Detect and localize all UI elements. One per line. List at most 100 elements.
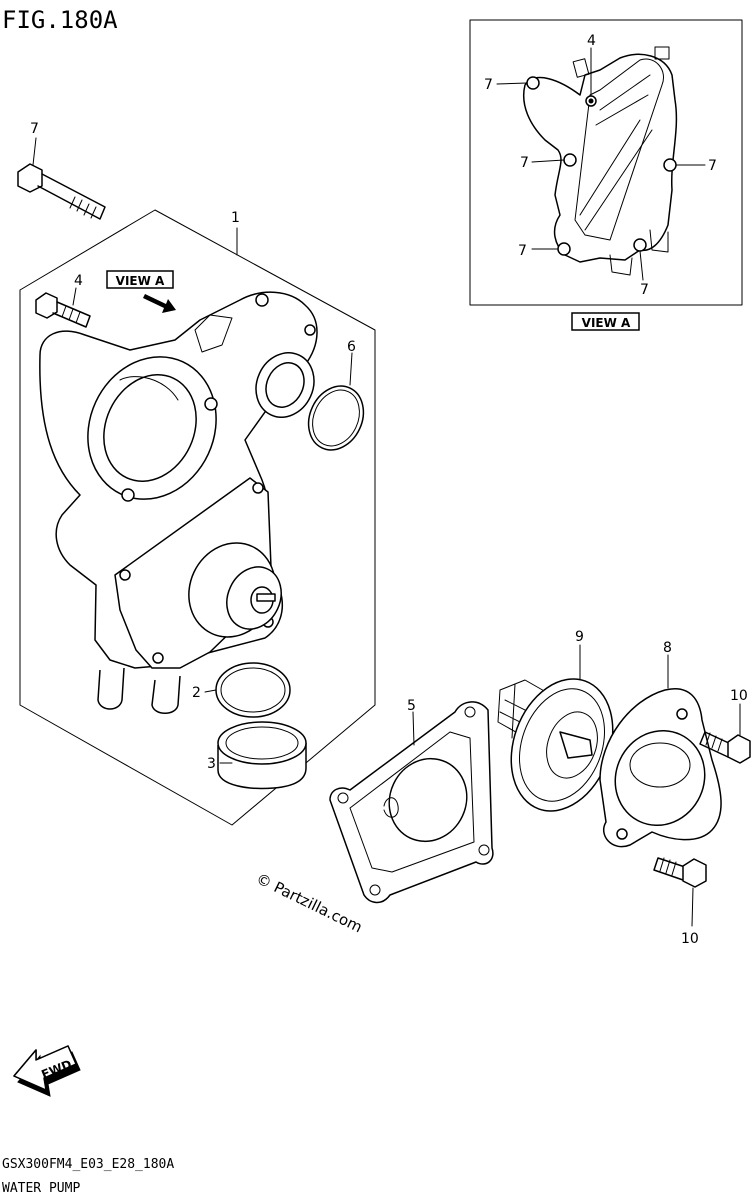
bolt-10-lower-head	[682, 858, 707, 888]
inset-bolt-hole	[633, 238, 647, 252]
inset-pipe-lines	[579, 74, 653, 231]
fwd-arrow-icon: FWD	[13, 1045, 81, 1097]
bolt-7-thread	[69, 196, 97, 219]
plug-3-top	[217, 721, 307, 765]
gasket-5-port	[388, 757, 468, 843]
o-ring-6-outer	[307, 385, 365, 451]
housing-outlet-bore	[265, 362, 305, 408]
thermostat-9-flange-rim	[518, 688, 606, 802]
inset-bolt-hole	[563, 153, 577, 167]
leader-5	[412, 711, 415, 746]
thermostat-cover-8-hole	[616, 828, 628, 840]
bolt-7-shank	[37, 173, 106, 220]
footer-name: WATER PUMP	[2, 1181, 80, 1196]
kit-box-outline	[19, 209, 376, 826]
o-ring-6-inner	[312, 389, 360, 447]
inset-view-a: 4 7 7 7 7 7 VIEW A	[469, 19, 743, 331]
housing-bolt-hole	[304, 324, 316, 336]
housing-bolt-hole	[252, 482, 264, 494]
housing-inlet-edge	[119, 376, 179, 401]
housing-pipe-2	[151, 675, 181, 714]
callout-6: 6	[347, 339, 356, 355]
inset-callout-7: 7	[640, 282, 649, 298]
bolt-10-upper: 10	[699, 688, 751, 764]
view-a-indicator: VIEW A	[106, 270, 176, 313]
gasket-5-inner	[349, 731, 475, 873]
leader-10	[691, 887, 694, 927]
bolt-7-head	[17, 163, 43, 193]
gasket-5-hole	[464, 706, 476, 718]
gasket-5-hole	[369, 884, 381, 896]
housing-bolt-hole	[121, 488, 135, 502]
gasket-5: 5	[329, 698, 494, 904]
housing-bolt-hole	[119, 569, 131, 581]
inset-callout-4: 4	[587, 33, 596, 49]
inset-bolt-hole	[526, 76, 540, 90]
bolt-4-thread	[61, 305, 81, 324]
inset-tab-top	[654, 46, 670, 60]
bolt-10-upper-thread	[705, 732, 723, 752]
housing-bolt-hole	[204, 397, 218, 411]
callout-7: 7	[30, 121, 39, 137]
view-direction-arrow-icon	[143, 294, 176, 313]
housing-bolt-hole	[152, 652, 164, 664]
callout-4: 4	[74, 273, 83, 289]
bolt-7: 7	[17, 121, 106, 220]
callout-10: 10	[730, 688, 748, 704]
gasket-5-hole	[478, 844, 490, 856]
bolt-10-lower-thread	[659, 857, 677, 876]
view-label: VIEW A	[116, 274, 165, 288]
bolt-10-lower: 10	[653, 857, 707, 947]
inset-pipe	[574, 58, 664, 241]
thermostat-cover-8-outlet	[629, 742, 691, 788]
inset-view-label: VIEW A	[582, 316, 631, 330]
callout-1: 1	[231, 210, 240, 226]
inset-callout-7: 7	[520, 155, 529, 171]
housing-inlet-bore	[103, 374, 197, 482]
footer-code: GSX300FM4_E03_E28_180A	[2, 1157, 174, 1172]
inset-callout-7: 7	[518, 243, 527, 259]
housing-bolt-hole	[255, 293, 269, 307]
impeller-shaft-key	[256, 593, 276, 602]
thermostat-cover-8-neck	[614, 729, 706, 827]
inset-housing-outline	[523, 53, 678, 263]
inset-frame	[469, 19, 743, 306]
plug-3-rim	[225, 726, 299, 760]
callout-2: 2	[192, 685, 201, 701]
leader-6	[349, 352, 353, 386]
inset-leader-7	[496, 82, 528, 85]
callout-5: 5	[407, 698, 416, 714]
inset-view-label-box	[571, 312, 640, 331]
inset-bolt-4-marker	[588, 98, 594, 104]
leader-2	[204, 689, 217, 693]
inset-leader-7	[639, 250, 644, 281]
inset-nipple-2	[649, 229, 669, 253]
thermostat-9-valve	[546, 711, 598, 779]
gasket-5-outline	[329, 701, 494, 904]
callout-3: 3	[207, 756, 216, 772]
watermark: © Partzilla.com	[253, 869, 365, 936]
plug-3: 3	[207, 721, 307, 790]
view-label-box	[106, 270, 174, 289]
bolt-4: 4	[35, 273, 91, 328]
inset-leader-7	[531, 159, 565, 163]
leader-7	[32, 137, 37, 166]
thermostat-cover-8-hole	[676, 708, 688, 720]
o-ring-2-inner	[220, 667, 286, 713]
thermostat-9-bridge	[559, 731, 593, 759]
water-pump-housing	[39, 291, 318, 714]
figure-title: FIG.180A	[2, 6, 118, 34]
callout-9: 9	[575, 629, 584, 645]
callout-10: 10	[681, 931, 699, 947]
thermostat-cover-8: 8	[599, 640, 722, 848]
callout-8: 8	[663, 640, 672, 656]
o-ring-2: 2	[192, 662, 291, 718]
o-ring-2-outer	[215, 662, 291, 718]
fwd-arrow-face	[13, 1045, 77, 1091]
inset-bolt-hole	[557, 242, 571, 256]
bolt-10-upper-head	[727, 734, 751, 764]
inset-nipple-1	[609, 254, 633, 276]
inset-bolt-hole	[663, 158, 677, 172]
housing-top-nipple	[194, 314, 233, 353]
